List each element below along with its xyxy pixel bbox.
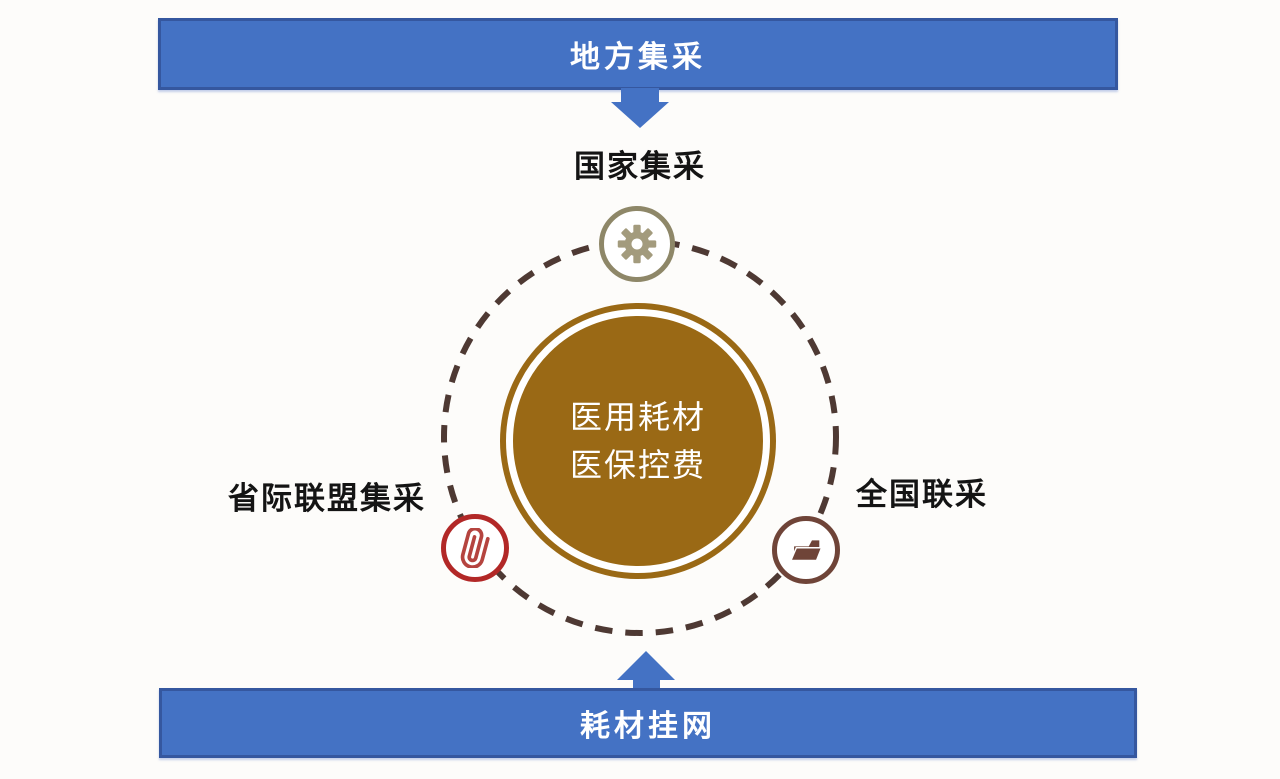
top-banner-label: 地方集采	[570, 41, 706, 74]
folder-icon	[789, 540, 823, 562]
national-procurement-label: 国家集采	[574, 149, 706, 184]
center-circle-line1: 医用耗材	[569, 399, 706, 435]
center-circle: 医用耗材 医保控费	[506, 309, 770, 573]
paperclip-icon	[460, 528, 490, 568]
paperclip-badge	[441, 514, 509, 582]
gear-icon	[617, 224, 657, 264]
folder-badge	[772, 516, 840, 584]
arrow-down-shaft	[621, 88, 659, 103]
arrow-up-icon	[617, 651, 675, 680]
arrow-up-shaft	[633, 679, 660, 690]
arrow-down-icon	[611, 102, 669, 128]
gear-badge	[599, 206, 675, 282]
top-banner: 地方集采	[158, 18, 1118, 90]
bottom-banner: 耗材挂网	[159, 688, 1137, 758]
center-circle-line2: 医保控费	[569, 447, 706, 483]
bottom-banner-label: 耗材挂网	[580, 710, 716, 743]
interprovincial-alliance-label: 省际联盟集采	[228, 481, 426, 516]
nationwide-joint-label: 全国联采	[856, 477, 988, 512]
